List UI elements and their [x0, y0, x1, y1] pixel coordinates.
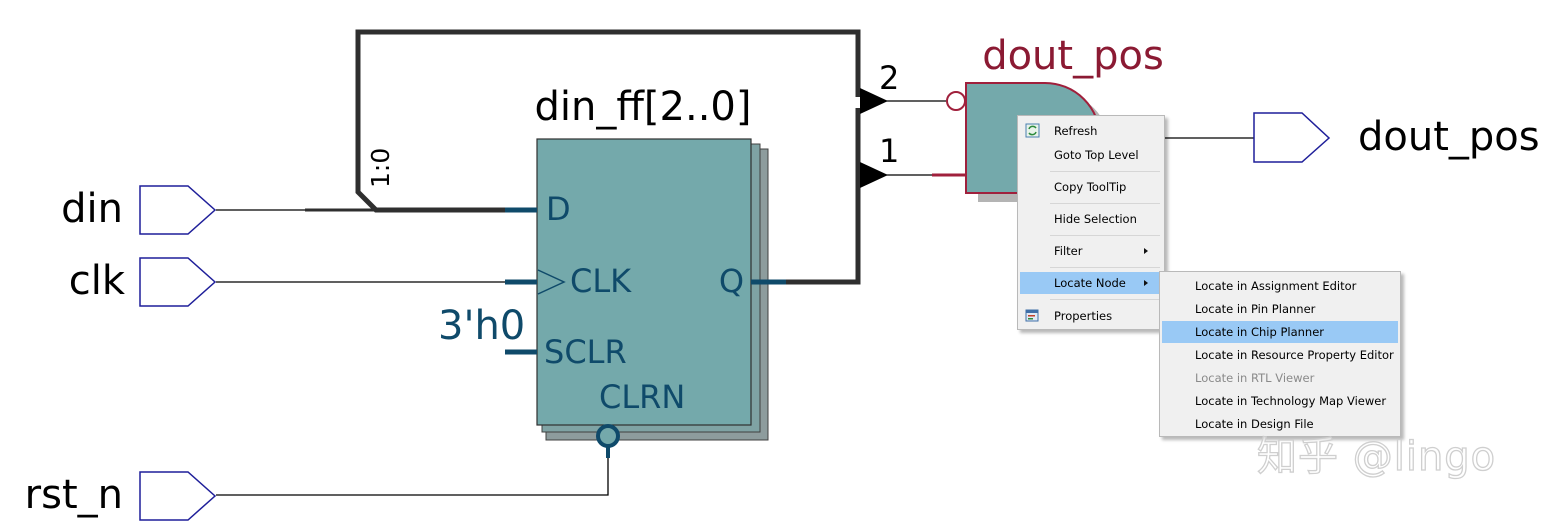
- input-port-rst-n-label: rst_n: [25, 472, 123, 518]
- menu-item-goto-top-level-label: Goto Top Level: [1054, 148, 1139, 162]
- watermark: 知乎 @lingo: [1256, 433, 1497, 480]
- input-port-rst-n[interactable]: rst_n: [25, 471, 217, 521]
- gate-name: dout_pos: [982, 33, 1164, 79]
- output-port-symbol: [1253, 112, 1331, 163]
- menu-item-copy-tooltip-label: Copy ToolTip: [1054, 180, 1127, 194]
- clrn-bubble: [596, 424, 620, 448]
- input-port-rst-n-symbol: [139, 471, 217, 521]
- menu-item-filter-label: Filter: [1054, 244, 1083, 258]
- menu-item-hide-selection-label: Hide Selection: [1054, 212, 1137, 226]
- pin-sclr-label: SCLR: [544, 333, 627, 371]
- submenu-arrow-icon: [1144, 248, 1148, 254]
- gate-inverter-bubble: [946, 91, 966, 111]
- submenu-item-label: Locate in RTL Viewer: [1195, 371, 1315, 385]
- submenu-item-label: Locate in Technology Map Viewer: [1195, 394, 1387, 408]
- menu-item-copy-tooltip[interactable]: Copy ToolTip: [1020, 176, 1162, 198]
- menu-separator: [1050, 203, 1160, 204]
- input-port-clk[interactable]: clk: [69, 257, 217, 307]
- menu-item-filter[interactable]: Filter: [1020, 240, 1162, 262]
- bus-ripper-top: [860, 88, 888, 114]
- menu-item-refresh-label: Refresh: [1054, 124, 1098, 138]
- submenu-item-assignment-editor[interactable]: Locate in Assignment Editor: [1162, 275, 1398, 297]
- bus-slice-label: 1:0: [366, 148, 395, 188]
- input-port-clk-label: clk: [69, 258, 126, 304]
- pin-clrn-label: CLRN: [599, 378, 685, 416]
- submenu-item-chip-planner[interactable]: Locate in Chip Planner: [1162, 321, 1398, 343]
- refresh-icon: [1025, 123, 1040, 138]
- register-name: din_ff[2..0]: [535, 84, 752, 130]
- menu-item-refresh[interactable]: Refresh: [1020, 120, 1162, 142]
- input-port-din-symbol: [139, 185, 217, 235]
- pin-clk-label: CLK: [570, 262, 632, 300]
- submenu-item-label: Locate in Design File: [1195, 417, 1314, 431]
- menu-separator: [1050, 299, 1160, 300]
- submenu-item-label: Locate in Pin Planner: [1195, 302, 1316, 316]
- output-port-dout-pos[interactable]: dout_pos: [1253, 112, 1540, 163]
- submenu-item-rtl-viewer: Locate in RTL Viewer: [1162, 367, 1398, 389]
- gate-pin-bottom-label: 1: [879, 132, 899, 170]
- input-port-din-label: din: [61, 186, 123, 232]
- output-port-label: dout_pos: [1358, 114, 1540, 160]
- submenu-arrow-icon: [1144, 280, 1148, 286]
- menu-item-locate-node-label: Locate Node: [1054, 276, 1126, 290]
- menu-item-locate-node[interactable]: Locate Node: [1020, 272, 1162, 294]
- submenu-item-label: Locate in Chip Planner: [1195, 325, 1325, 339]
- pin-d-label: D: [546, 190, 571, 228]
- submenu-item-technology-map-viewer[interactable]: Locate in Technology Map Viewer: [1162, 390, 1398, 412]
- locate-node-submenu: Locate in Assignment Editor Locate in Pi…: [1159, 271, 1401, 437]
- menu-item-properties[interactable]: Properties: [1020, 305, 1162, 327]
- clk-edge-triangle: [537, 269, 566, 295]
- submenu-item-pin-planner[interactable]: Locate in Pin Planner: [1162, 298, 1398, 320]
- submenu-item-resource-property-editor[interactable]: Locate in Resource Property Editor: [1162, 344, 1398, 366]
- menu-separator: [1050, 171, 1160, 172]
- feedback-bus: [355, 29, 861, 213]
- input-port-din[interactable]: din: [61, 185, 217, 235]
- register-body: [536, 138, 752, 426]
- context-menu: Refresh Goto Top Level Copy ToolTip Hide…: [1017, 115, 1165, 330]
- menu-item-goto-top-level[interactable]: Goto Top Level: [1020, 144, 1162, 166]
- gate-pin-top-label: 2: [879, 59, 899, 97]
- q-output-bus: [755, 108, 861, 285]
- pin-q-label: Q: [719, 262, 744, 300]
- menu-separator: [1050, 235, 1160, 236]
- rst-n-wire: [216, 455, 609, 496]
- properties-icon: [1025, 309, 1039, 322]
- register-din-ff[interactable]: din_ff[2..0] D CLK SCLR CLRN Q 3'h0: [438, 84, 786, 458]
- bus-ripper-bottom: [860, 162, 888, 188]
- menu-item-hide-selection[interactable]: Hide Selection: [1020, 208, 1162, 230]
- input-port-clk-symbol: [139, 257, 217, 307]
- menu-item-properties-label: Properties: [1054, 309, 1113, 323]
- submenu-item-label: Locate in Resource Property Editor: [1195, 348, 1394, 362]
- menu-separator: [1050, 267, 1160, 268]
- sclr-constant-label: 3'h0: [438, 303, 525, 349]
- submenu-item-design-file[interactable]: Locate in Design File: [1162, 413, 1398, 435]
- submenu-item-label: Locate in Assignment Editor: [1195, 279, 1357, 293]
